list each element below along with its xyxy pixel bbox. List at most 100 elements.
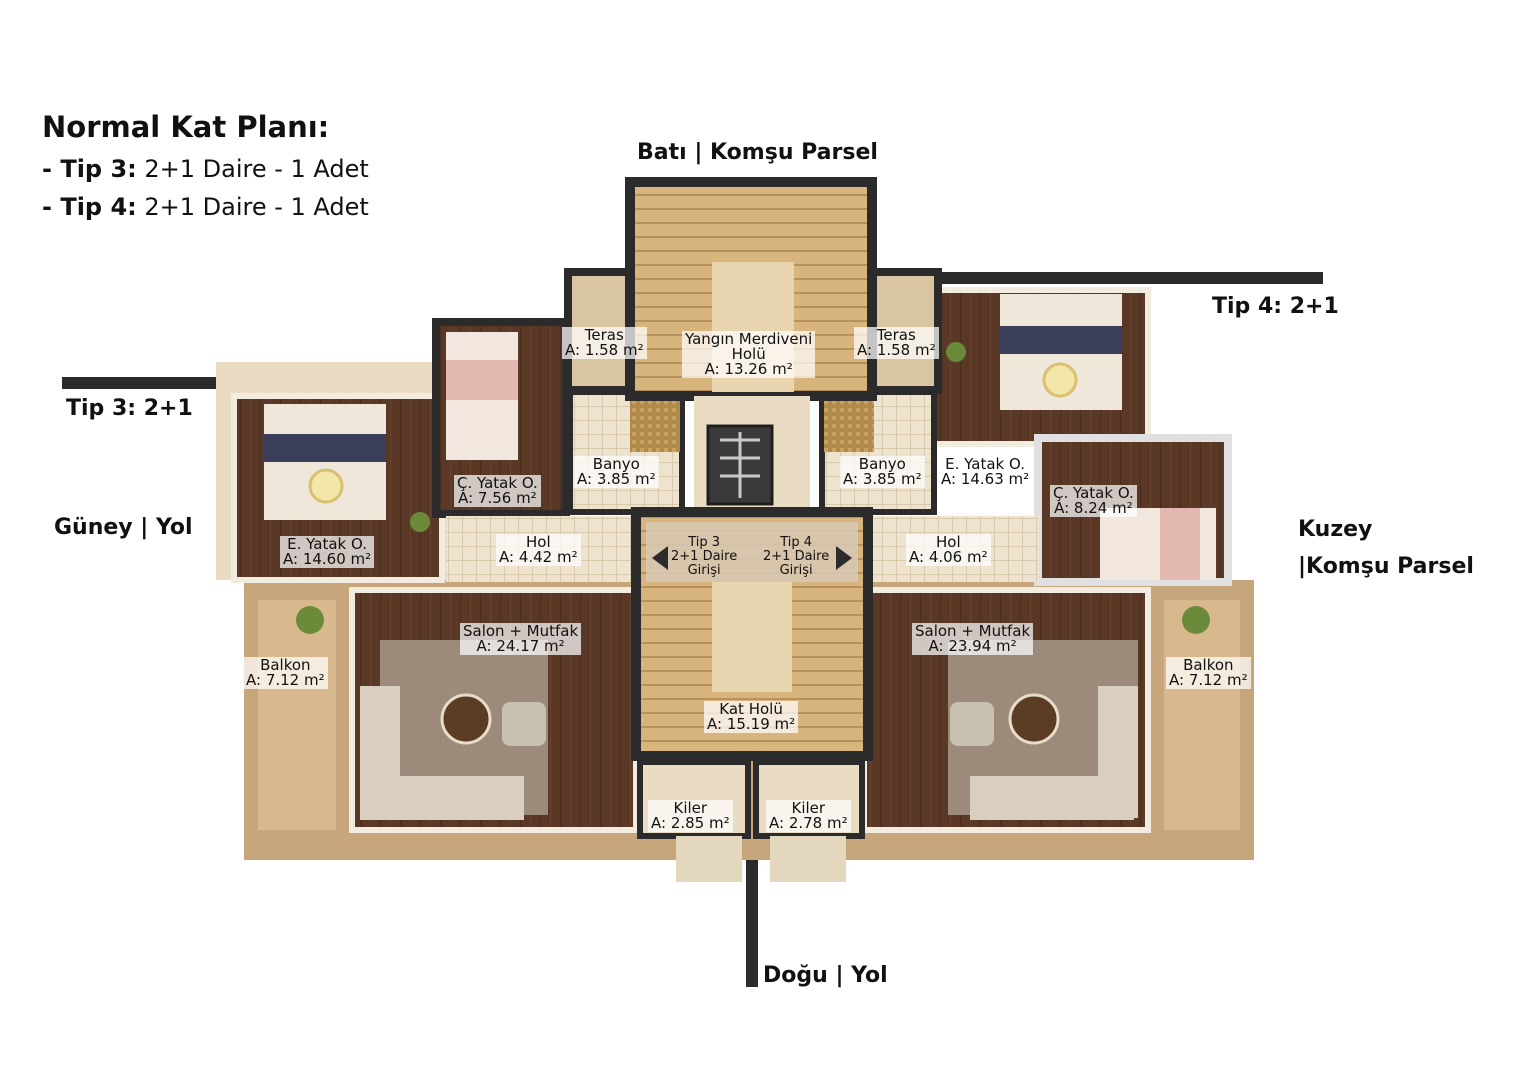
plant-bedroom-left <box>410 512 430 532</box>
room-area: A: 23.94 m² <box>928 637 1017 655</box>
room-label-balkon-left: Balkon A: 7.12 m² <box>243 657 328 689</box>
direction-west: Batı | Komşu Parsel <box>637 140 878 165</box>
legend-line-tip4: - Tip 4: 2+1 Daire - 1 Adet <box>42 188 369 226</box>
room-label-banyo-left: Banyo A: 3.85 m² <box>574 456 659 488</box>
shower-right <box>824 400 874 452</box>
balkon-right-floor <box>1164 600 1240 830</box>
room-name: Salon + Mutfak <box>915 622 1031 640</box>
direction-south: Güney | Yol <box>54 515 193 540</box>
room-area: A: 2.85 m² <box>651 814 730 832</box>
room-name-2: Holü <box>731 345 766 363</box>
room-area: A: 4.42 m² <box>499 548 578 566</box>
room-name: Balkon <box>1183 656 1234 674</box>
room-area: A: 3.85 m² <box>577 470 656 488</box>
room-label-banyo-right: Banyo A: 3.85 m² <box>840 456 925 488</box>
room-name: Hol <box>526 533 551 551</box>
entry-right <box>770 836 846 882</box>
room-label-hol-left: Hol A: 4.42 m² <box>496 534 581 566</box>
bed-right-blanket <box>1000 326 1122 354</box>
armchair-left <box>502 702 546 746</box>
sofa-right-b <box>970 776 1134 820</box>
room-name: Balkon <box>260 656 311 674</box>
room-area: A: 2.78 m² <box>769 814 848 832</box>
room-label-teras-left: Teras A: 1.58 m² <box>562 327 647 359</box>
plant-balkon-left <box>296 606 324 634</box>
balkon-left-floor <box>258 600 336 830</box>
room-name: Banyo <box>592 455 640 473</box>
room-label-kiler-left: Kiler A: 2.85 m² <box>648 800 733 832</box>
room-area: A: 7.12 m² <box>246 671 325 689</box>
room-label-teras-right: Teras A: 1.58 m² <box>854 327 939 359</box>
entrance-label-tip3: Tip 3 2+1 Daire Girişi <box>668 535 740 579</box>
entrance-line: Tip 3 <box>688 535 721 550</box>
room-area: A: 14.63 m² <box>941 470 1030 488</box>
legend-prefix: - Tip 3: <box>42 155 137 183</box>
room-label-hol-right: Hol A: 4.06 m² <box>906 534 991 566</box>
room-area: A: 8.24 m² <box>1054 499 1133 517</box>
legend-text: 2+1 Daire - 1 Adet <box>136 193 369 221</box>
room-name: Kiler <box>791 799 826 817</box>
room-name: E. Yatak O. <box>945 455 1025 473</box>
plant-balkon-right <box>1182 606 1210 634</box>
room-name: Teras <box>584 326 624 344</box>
direction-north-1: Kuzey <box>1298 517 1373 542</box>
legend: Normal Kat Planı: - Tip 3: 2+1 Daire - 1… <box>42 110 369 226</box>
room-area: A: 4.06 m² <box>909 548 988 566</box>
plant-bedroom-right <box>946 342 966 362</box>
room-name: Yangın Merdiveni <box>685 330 813 348</box>
entry-left <box>676 836 742 882</box>
sofa-left-b <box>360 776 524 820</box>
room-area: A: 7.12 m² <box>1169 671 1248 689</box>
entrance-label-tip4: Tip 4 2+1 Daire Girişi <box>760 535 832 579</box>
room-label-c-yatak-right: Ç. Yatak O. A: 8.24 m² <box>1050 485 1137 517</box>
room-label-stair-hall: Yangın Merdiveni Holü A: 13.26 m² <box>682 330 816 378</box>
legend-line-tip3: - Tip 3: 2+1 Daire - 1 Adet <box>42 150 369 188</box>
legend-text: 2+1 Daire - 1 Adet <box>136 155 369 183</box>
entrance-line: Girişi <box>779 563 813 578</box>
coffee-table-right <box>1008 693 1060 745</box>
entrance-line: Girişi <box>687 563 721 578</box>
main-stair-landing <box>712 582 792 692</box>
bed-right-tray <box>1042 362 1078 398</box>
entrance-line: 2+1 Daire <box>763 549 830 564</box>
room-area: A: 1.58 m² <box>857 341 936 359</box>
bed-child-right-blanket <box>1160 508 1200 580</box>
room-name: Banyo <box>858 455 906 473</box>
room-label-salon-right: Salon + Mutfak A: 23.94 m² <box>912 622 1034 655</box>
room-area: A: 14.60 m² <box>283 550 372 568</box>
room-area: A: 1.58 m² <box>565 341 644 359</box>
room-name: Ç. Yatak O. <box>457 474 538 492</box>
coffee-table-left <box>440 693 492 745</box>
room-area: A: 15.19 m² <box>707 715 796 733</box>
shower-left <box>630 400 680 452</box>
direction-north-2: |Komşu Parsel <box>1298 554 1474 579</box>
bed-left-blanket <box>264 434 386 462</box>
room-name: Ç. Yatak O. <box>1053 484 1134 502</box>
room-label-kiler-right: Kiler A: 2.78 m² <box>766 800 851 832</box>
direction-east: Doğu | Yol <box>763 963 888 988</box>
entrance-arrow-tip3 <box>652 546 668 570</box>
room-area: A: 7.56 m² <box>458 489 537 507</box>
room-name: E. Yatak O. <box>287 535 367 553</box>
room-name: Kat Holü <box>719 700 783 718</box>
room-name: Salon + Mutfak <box>463 622 579 640</box>
room-name: Kiler <box>673 799 708 817</box>
legend-prefix: - Tip 4: <box>42 193 137 221</box>
bed-left-tray <box>308 468 344 504</box>
boundary-line-tip4 <box>870 272 1323 284</box>
armchair-right <box>950 702 994 746</box>
entrance-arrow-tip4 <box>836 546 852 570</box>
room-label-e-yatak-left: E. Yatak O. A: 14.60 m² <box>280 535 375 568</box>
room-label-balkon-right: Balkon A: 7.12 m² <box>1166 657 1251 689</box>
room-area: A: 3.85 m² <box>843 470 922 488</box>
bed-child-left-blanket <box>446 360 518 400</box>
entrance-band <box>646 522 858 582</box>
room-label-salon-left: Salon + Mutfak A: 24.17 m² <box>460 622 582 655</box>
room-label-c-yatak-left: Ç. Yatak O. A: 7.56 m² <box>454 475 541 507</box>
plan-title: Normal Kat Planı: <box>42 110 330 144</box>
tip3-label: Tip 3: 2+1 <box>66 396 193 421</box>
elevator-grid <box>720 432 760 498</box>
room-label-e-yatak-right: E. Yatak O. A: 14.63 m² <box>938 455 1033 488</box>
entrance-line: Tip 4 <box>780 535 813 550</box>
room-name: Hol <box>936 533 961 551</box>
